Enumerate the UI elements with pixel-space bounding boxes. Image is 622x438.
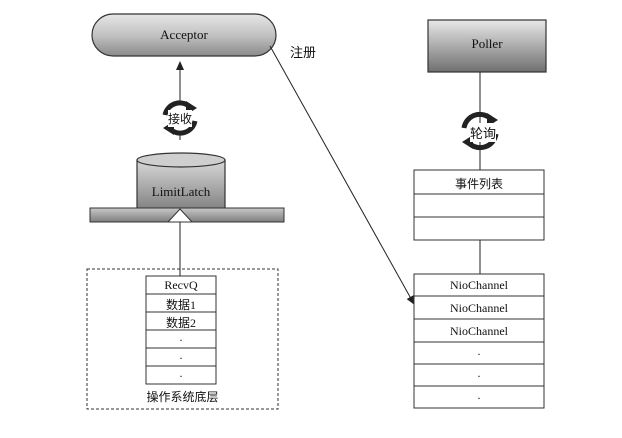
receive-label: 接收 (168, 110, 193, 127)
recvq-table (145, 275, 217, 385)
register-arrow (269, 45, 415, 305)
niochannel-cell: NioChannel (450, 278, 508, 292)
acceptor-node (91, 13, 277, 57)
poller-label: Poller (471, 36, 503, 51)
event-list-table (413, 169, 545, 241)
event-list-header: 事件列表 (454, 177, 503, 191)
os-layer-container (86, 268, 279, 410)
recvq-cell: 数据2 (165, 316, 196, 330)
recvq-cell: . (179, 348, 183, 362)
recvq-cell: RecvQ (164, 278, 198, 292)
niochannel-cell: NioChannel (450, 324, 508, 338)
acceptor-label: Acceptor (160, 27, 208, 42)
niochannel-cell: . (477, 366, 481, 380)
niochannel-cell: NioChannel (450, 301, 508, 315)
register-label: 注册 (290, 46, 317, 61)
poll-label: 轮询 (470, 123, 497, 142)
limitlatch-label: LimitLatch (151, 184, 211, 199)
niochannel-table (413, 273, 545, 409)
pipe-bar (89, 207, 285, 223)
recvq-cell: 数据1 (165, 298, 196, 312)
os-layer-caption: 操作系统底层 (146, 390, 219, 404)
poller-node (427, 19, 547, 73)
niochannel-cell: . (477, 344, 481, 358)
recvq-cell: . (179, 366, 183, 380)
niochannel-cell: . (477, 388, 481, 402)
recvq-cell: . (179, 330, 183, 344)
